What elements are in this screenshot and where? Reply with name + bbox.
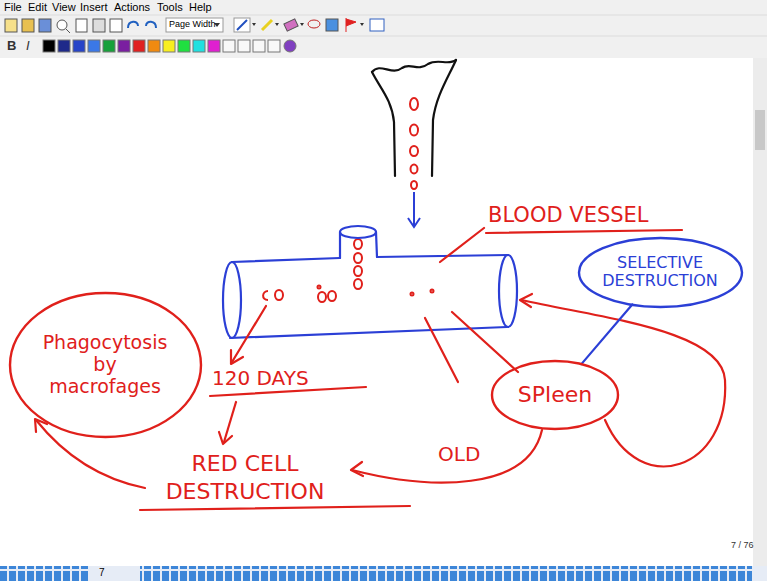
bone-drawing: [372, 60, 456, 176]
toolbar-rule: [0, 36, 767, 37]
node-text: SPleen: [518, 382, 592, 407]
toolbar-icons: [5, 18, 384, 33]
annotations: [35, 228, 725, 510]
scrollbar: [753, 58, 767, 566]
lifespan-label: 120 DAYS: [212, 366, 309, 390]
status-bar: [0, 566, 767, 581]
outline-ellipse: [492, 361, 618, 429]
node-text: Phagocytosis by macrofages: [43, 332, 168, 398]
node-text: SELECTIVE DESTRUCTION: [602, 254, 717, 291]
menu-item: Tools: [157, 1, 183, 14]
outline-ellipse: [579, 238, 742, 307]
menu-item: Insert: [80, 1, 108, 14]
page-counter: 7 / 76: [731, 540, 754, 551]
callout-ellipse: SELECTIVE DESTRUCTION: [577, 236, 744, 309]
blood-vessel: [223, 226, 517, 338]
page-number: 7: [99, 567, 105, 579]
outline-ellipse: [10, 293, 201, 437]
toolbar-rule: [0, 15, 767, 16]
color-swatches: [43, 40, 296, 52]
scrollbar-thumb: [755, 110, 765, 150]
toolbar-ground: [0, 0, 767, 58]
italic-button: I: [26, 38, 30, 54]
note-label: OLD: [438, 442, 480, 466]
page-strip: [0, 566, 90, 581]
red-cells: [263, 98, 433, 302]
zoom-dropdown: Page Width: [169, 19, 216, 30]
connector-line: [581, 304, 632, 364]
process-label: RED CELL DESTRUCTION: [145, 450, 345, 505]
menu-item: View: [52, 1, 76, 14]
menu-item: File: [4, 1, 22, 14]
menu-item: Edit: [28, 1, 47, 14]
connector-stroke: [581, 304, 632, 364]
vessel-label: BLOOD VESSEL: [488, 203, 649, 228]
menu-item: Actions: [114, 1, 150, 14]
page-strip: [140, 566, 752, 581]
flow-arrow: [408, 192, 420, 227]
bold-button: B: [7, 38, 16, 54]
callout-circle: Phagocytosis by macrofages: [8, 291, 203, 439]
organ-circle: SPleen: [490, 359, 620, 431]
page-canvas: [0, 58, 753, 566]
menu-item: Help: [189, 1, 212, 14]
